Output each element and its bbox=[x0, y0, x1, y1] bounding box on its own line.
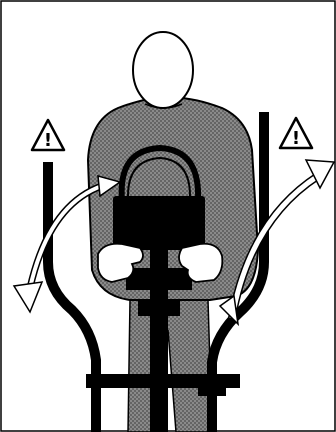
right-moving-arm bbox=[207, 112, 269, 432]
console-handle-inner bbox=[127, 156, 191, 197]
post-collar bbox=[138, 300, 180, 316]
left-warning-icon: ! bbox=[30, 118, 66, 152]
console-handle-loop bbox=[118, 144, 202, 201]
left-moving-arm bbox=[43, 162, 101, 432]
head bbox=[132, 31, 194, 109]
post-bracket bbox=[126, 268, 192, 290]
foot-rail-block bbox=[198, 374, 226, 396]
console bbox=[113, 196, 205, 250]
right-hand bbox=[178, 242, 224, 283]
right-warning-icon: ! bbox=[278, 116, 314, 150]
right-warning-glyph: ! bbox=[292, 128, 300, 149]
left-hand bbox=[97, 242, 144, 283]
left-motion-arrow bbox=[12, 174, 122, 314]
left-warning-glyph: ! bbox=[44, 130, 52, 151]
collar bbox=[144, 103, 183, 109]
right-motion-arrow bbox=[218, 159, 336, 327]
